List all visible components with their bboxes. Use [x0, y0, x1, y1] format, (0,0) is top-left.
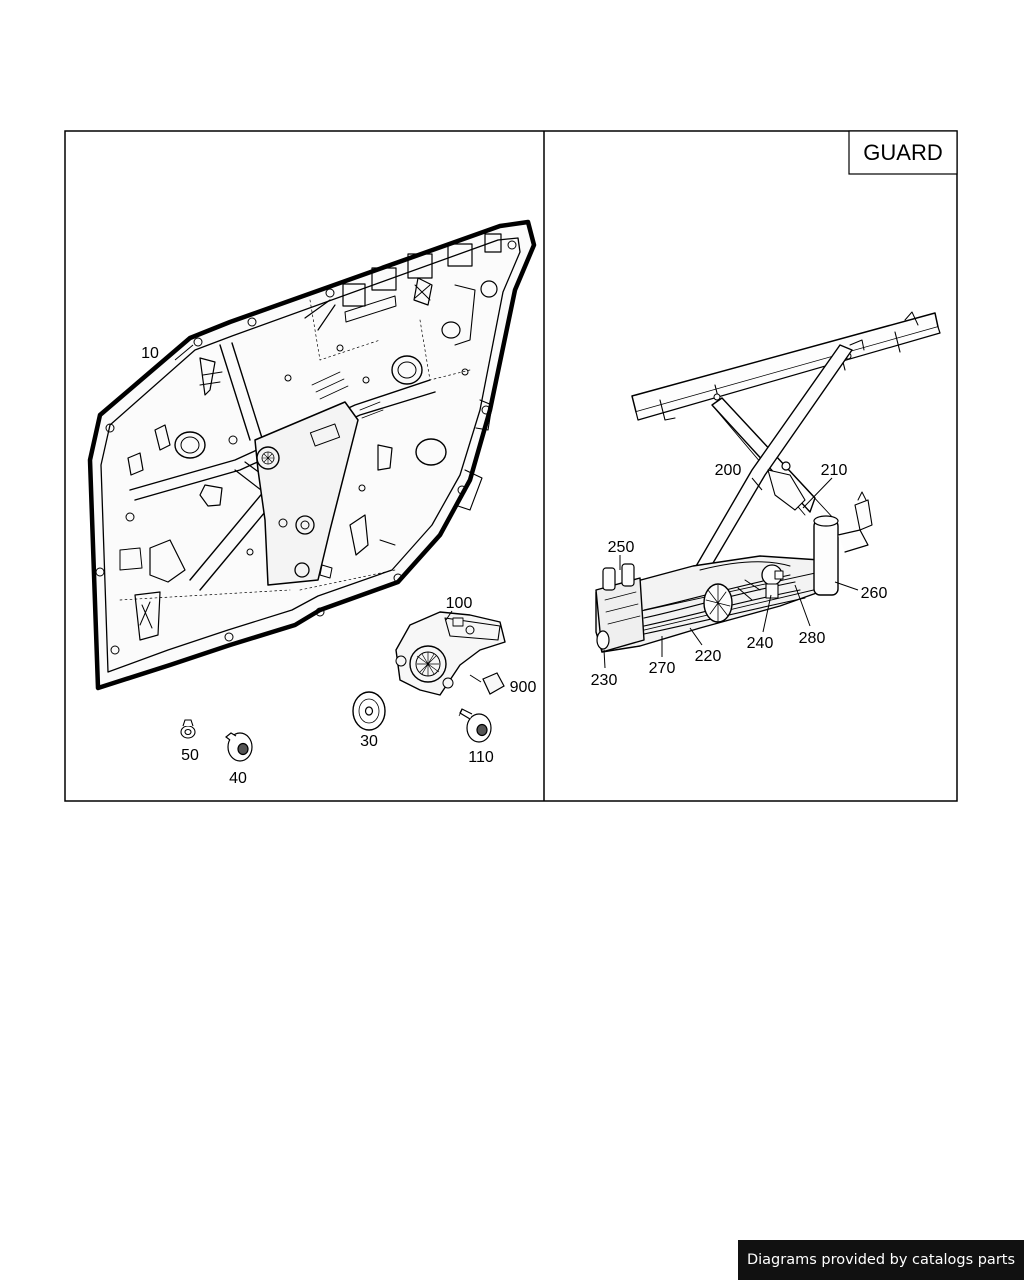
callouts: 10 100 900 30 50 40 110 200 210 250 260 …: [141, 345, 887, 787]
callout-100: 100: [446, 595, 473, 612]
callout-210: 210: [821, 462, 848, 479]
callout-30: 30: [360, 733, 378, 750]
footer-attribution: Diagrams provided by catalogs parts: [738, 1240, 1024, 1280]
clip-50: [180, 719, 196, 739]
callout-10: 10: [141, 345, 159, 362]
callout-200: 200: [715, 462, 742, 479]
callout-110: 110: [468, 749, 494, 766]
callout-240: 240: [747, 635, 774, 652]
guard-label: GUARD: [863, 140, 942, 165]
callout-270: 270: [649, 660, 676, 677]
guard-box: GUARD: [848, 130, 958, 175]
callout-280: 280: [799, 630, 826, 647]
callout-230: 230: [591, 672, 618, 689]
window-regulator: [595, 311, 941, 653]
callout-40: 40: [229, 770, 247, 787]
leader-100: [445, 610, 453, 621]
leader-lines-right: [603, 477, 859, 669]
callout-260: 260: [861, 585, 888, 602]
callout-220: 220: [695, 648, 722, 665]
diagram-frame: [64, 130, 958, 802]
callout-50: 50: [181, 747, 199, 764]
callout-900: 900: [510, 679, 537, 696]
screw-40: [225, 732, 253, 762]
screw-110: [458, 708, 492, 743]
window-motor: [395, 611, 506, 696]
door-carrier-panel: [87, 219, 537, 691]
callout-250: 250: [608, 539, 635, 556]
washer-30: [352, 691, 386, 731]
connector-900: [469, 672, 505, 695]
leader-10: [174, 344, 194, 361]
